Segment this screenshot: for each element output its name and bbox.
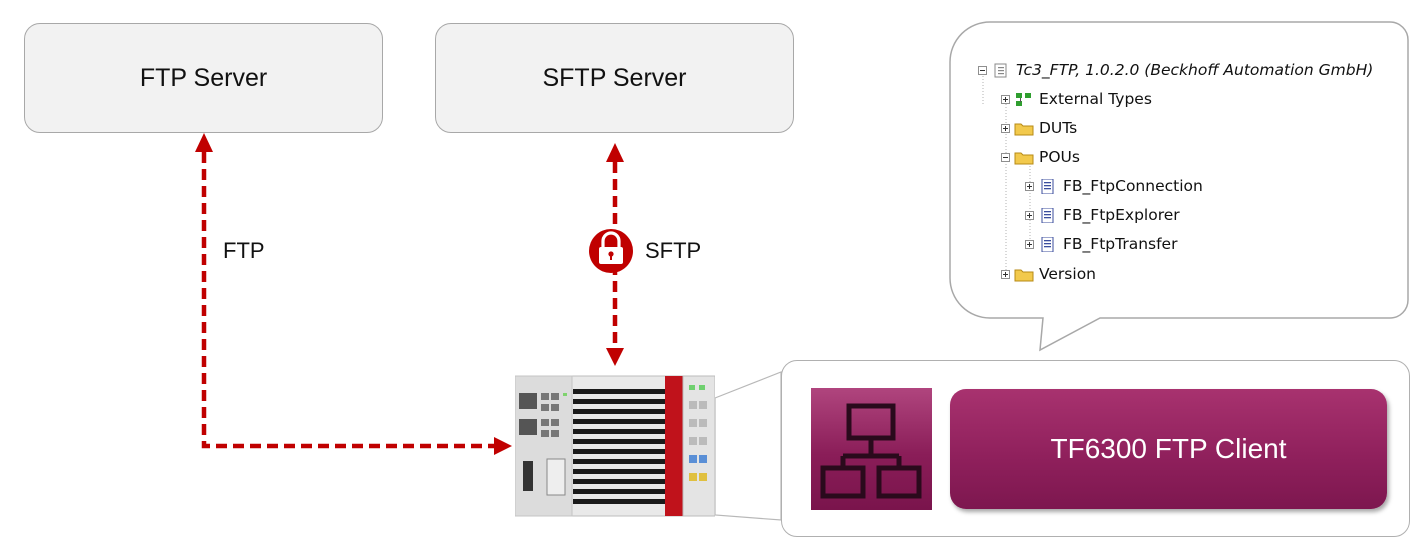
tree-item-fb-ftpexplorer[interactable]: FB_FtpExplorer (1025, 206, 1180, 224)
tree-item-duts[interactable]: DUTs (1001, 119, 1077, 137)
tree-item-external-types[interactable]: External Types (1001, 90, 1152, 108)
folder-open-icon (1014, 152, 1034, 164)
expand-icon[interactable] (1025, 181, 1034, 191)
tree-root[interactable]: Tc3_FTP, 1.0.2.0 (Beckhoff Automation Gm… (978, 61, 1373, 79)
library-icon (994, 63, 1007, 77)
tree-item-version[interactable]: Version (1001, 265, 1096, 283)
tree-item-fb-ftpconnection[interactable]: FB_FtpConnection (1025, 177, 1203, 195)
expand-icon[interactable] (1001, 94, 1010, 104)
collapse-icon[interactable] (978, 65, 987, 75)
ftp-server-box: FTP Server (24, 23, 383, 133)
sftp-connection-label: SFTP (645, 238, 702, 263)
expand-icon[interactable] (1001, 269, 1010, 279)
collapse-icon[interactable] (1001, 152, 1010, 162)
sftp-arrow-down (606, 348, 624, 366)
function-block-icon (1041, 207, 1054, 223)
lock-icon (589, 229, 633, 273)
tree-item-label: DUTs (1039, 119, 1078, 137)
ftp-client-button[interactable]: TF6300 FTP Client (950, 389, 1387, 509)
tree-item-pous[interactable]: POUs (1001, 148, 1080, 166)
folder-icon (1014, 269, 1034, 281)
tree-item-label: External Types (1039, 90, 1152, 108)
network-topology-icon (820, 403, 922, 499)
tree-item-fb-ftptransfer[interactable]: FB_FtpTransfer (1025, 235, 1177, 253)
tree-item-label: POUs (1039, 148, 1080, 166)
tree-item-label: FB_FtpConnection (1063, 177, 1203, 195)
ftp-client-label: TF6300 FTP Client (1050, 433, 1287, 464)
expand-icon[interactable] (1001, 123, 1010, 133)
tree-item-label: FB_FtpTransfer (1063, 235, 1178, 253)
sftp-arrow-up (606, 143, 624, 162)
sftp-server-box: SFTP Server (435, 23, 794, 133)
plc-device-image (515, 375, 715, 517)
cooling-fins (573, 389, 665, 504)
sftp-server-label: SFTP Server (542, 63, 687, 92)
folder-icon (1014, 123, 1034, 135)
ftp-arrow-up (195, 133, 213, 152)
tree-root-label: Tc3_FTP, 1.0.2.0 (Beckhoff Automation Gm… (1016, 61, 1374, 79)
ftp-connection-label: FTP (223, 238, 265, 263)
tree-connectors (982, 76, 1031, 275)
ftp-connection-line (201, 152, 495, 449)
device-connector-wedge (714, 371, 782, 521)
function-block-icon (1041, 236, 1054, 252)
network-icon-tile (811, 388, 932, 510)
expand-icon[interactable] (1025, 239, 1034, 249)
function-block-icon (1041, 178, 1054, 194)
external-types-icon (1016, 92, 1031, 106)
ftp-server-label: FTP Server (139, 63, 268, 92)
ftp-arrow-right (494, 437, 512, 455)
tree-item-label: FB_FtpExplorer (1063, 206, 1180, 224)
tree-speech-bubble (949, 21, 1409, 352)
tree-item-label: Version (1039, 265, 1096, 283)
expand-icon[interactable] (1025, 210, 1034, 220)
